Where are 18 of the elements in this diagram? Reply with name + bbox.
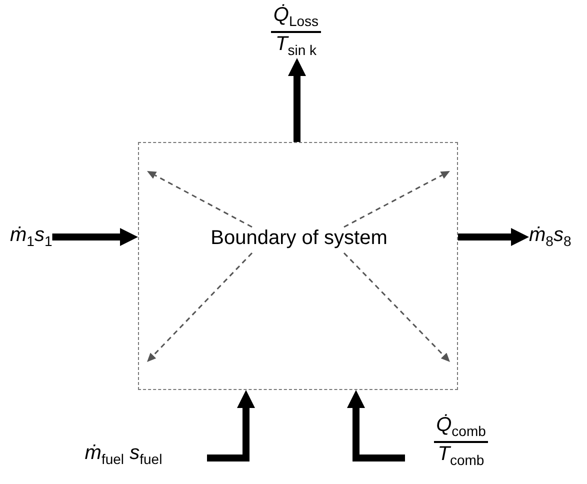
fraction-numerator: Q̇$_{comb}$ <box>434 414 488 443</box>
system-boundary <box>138 142 458 390</box>
arrow <box>458 228 529 246</box>
leader-line <box>147 252 253 362</box>
flow-label: ṁ$_{fuel}$ s$_{fuel}$ <box>40 442 207 467</box>
arrow <box>347 390 405 462</box>
boundary-label: Boundary of system <box>206 227 392 253</box>
flow-label: ṁ$_{8}$s$_{8}$ <box>529 224 572 249</box>
fraction-numerator: Q̇$_{Loss}$ <box>271 4 321 33</box>
fraction-denominator: T$_{comb}$ <box>436 443 486 468</box>
arrow <box>207 390 255 462</box>
leader-line <box>344 171 450 228</box>
leader-line <box>147 171 252 228</box>
arrow <box>52 228 138 246</box>
arrow <box>288 58 306 142</box>
fraction-denominator: T$_{sin k}$ <box>274 33 318 58</box>
flow-label: ṁ$_{1}$s$_{1}$ <box>10 224 52 249</box>
leader-line <box>343 252 450 362</box>
